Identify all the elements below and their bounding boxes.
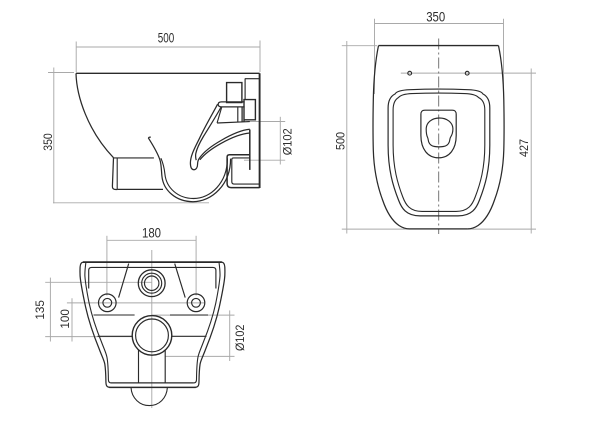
- svg-text:350: 350: [41, 133, 55, 151]
- svg-text:427: 427: [517, 139, 531, 157]
- svg-text:350: 350: [426, 9, 445, 24]
- svg-text:500: 500: [334, 132, 348, 150]
- svg-text:100: 100: [58, 309, 72, 329]
- svg-text:Ø102: Ø102: [281, 128, 295, 155]
- svg-text:Ø102: Ø102: [233, 325, 247, 352]
- svg-text:180: 180: [142, 225, 161, 240]
- svg-text:135: 135: [33, 300, 47, 320]
- svg-text:500: 500: [158, 31, 175, 46]
